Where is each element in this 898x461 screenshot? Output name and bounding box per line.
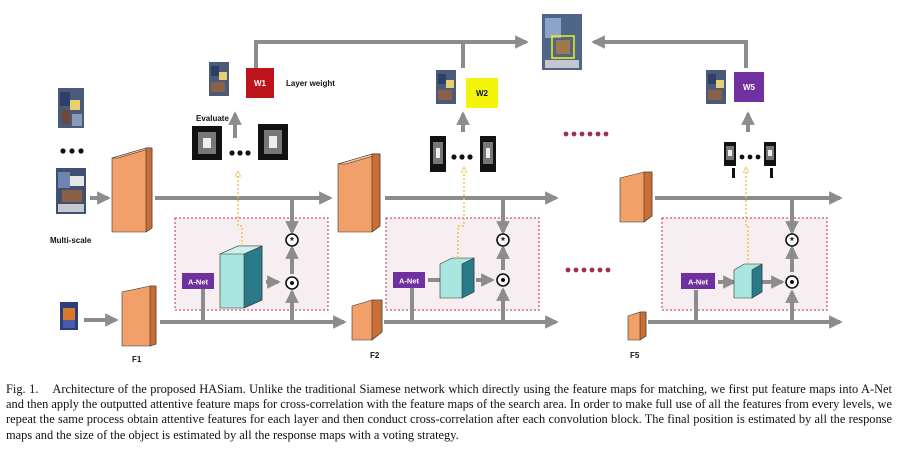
anet-box-1: A-Net [182, 273, 214, 289]
svg-text:*: * [790, 236, 794, 247]
feature-label-2: F2 [370, 351, 380, 360]
layer-weight-label: Layer weight [286, 79, 335, 88]
anet-label-2: A-Net [399, 277, 420, 286]
svg-text:*: * [290, 236, 294, 247]
weight-box-5-fill [734, 72, 764, 102]
anet-box-2: A-Net [393, 272, 425, 288]
ellipsis-dots-left [60, 148, 84, 154]
evaluate-label: Evaluate [196, 114, 229, 123]
response-maps-2 [430, 136, 496, 172]
feature-label-5: F5 [630, 351, 640, 360]
figure-caption: Fig. 1.Architecture of the proposed HASi… [6, 382, 892, 443]
svg-text:*: * [501, 236, 505, 247]
correlation-operator-2: * [496, 233, 510, 247]
anet-box-5: A-Net [681, 273, 715, 289]
attention-path-5 [746, 168, 748, 264]
search-image-top [58, 88, 84, 128]
weight-box-1-fill [246, 68, 274, 98]
weight-label-1: W1 [254, 79, 267, 88]
final-result-image [542, 14, 582, 70]
weight-feedback-arrows [254, 35, 748, 68]
weight-box-5: W5 [734, 72, 764, 102]
weight-label-5: W5 [743, 83, 756, 92]
stage-5-arrows [694, 111, 799, 322]
response-maps-1 [192, 124, 288, 160]
attentive-feature-1 [219, 245, 263, 309]
correlation-operator-1: * [285, 233, 299, 247]
template-feature-block-2 [351, 299, 383, 341]
template-feature-block-5 [627, 311, 647, 341]
ellipsis-dots-lower [565, 267, 611, 273]
hadamard-operator-1 [285, 276, 299, 290]
template-branch-arrows [84, 313, 843, 329]
attentive-feature-2 [439, 257, 475, 299]
search-feature-block-1 [111, 147, 153, 233]
weight-box-2: W2 [466, 78, 498, 108]
template-image [60, 302, 78, 330]
attentive-feature-5 [733, 263, 763, 299]
attention-path-2 [457, 168, 464, 258]
correlation-operator-5: * [785, 233, 799, 247]
anet-label-1: A-Net [188, 278, 209, 287]
evaluate-thumbnail-1 [209, 62, 229, 96]
ellipsis-dots-upper [563, 131, 609, 137]
multi-scale-label: Multi-scale [50, 236, 92, 245]
evaluate-thumbnail-2 [436, 70, 456, 104]
hadamard-operator-5 [785, 275, 799, 289]
response-maps-5 [724, 142, 776, 178]
evaluate-thumbnail-5 [706, 70, 726, 104]
weight-box-1: W1 [246, 68, 274, 98]
caption-label: Fig. 1. [6, 382, 39, 396]
attention-path-1 [238, 172, 243, 246]
weight-label-2: W2 [476, 89, 489, 98]
architecture-diagram: Multi-scale F1 A-Net [50, 14, 843, 364]
caption-text: Architecture of the proposed HASiam. Unl… [6, 382, 892, 442]
anet-label-5: A-Net [688, 278, 709, 287]
search-image-bottom [56, 168, 86, 214]
feature-label-1: F1 [132, 355, 142, 364]
search-feature-block-2 [337, 153, 381, 233]
hadamard-operator-2 [496, 273, 510, 287]
weight-box-2-fill [466, 78, 498, 108]
template-feature-block-1 [121, 285, 157, 347]
search-feature-block-5 [619, 171, 653, 223]
